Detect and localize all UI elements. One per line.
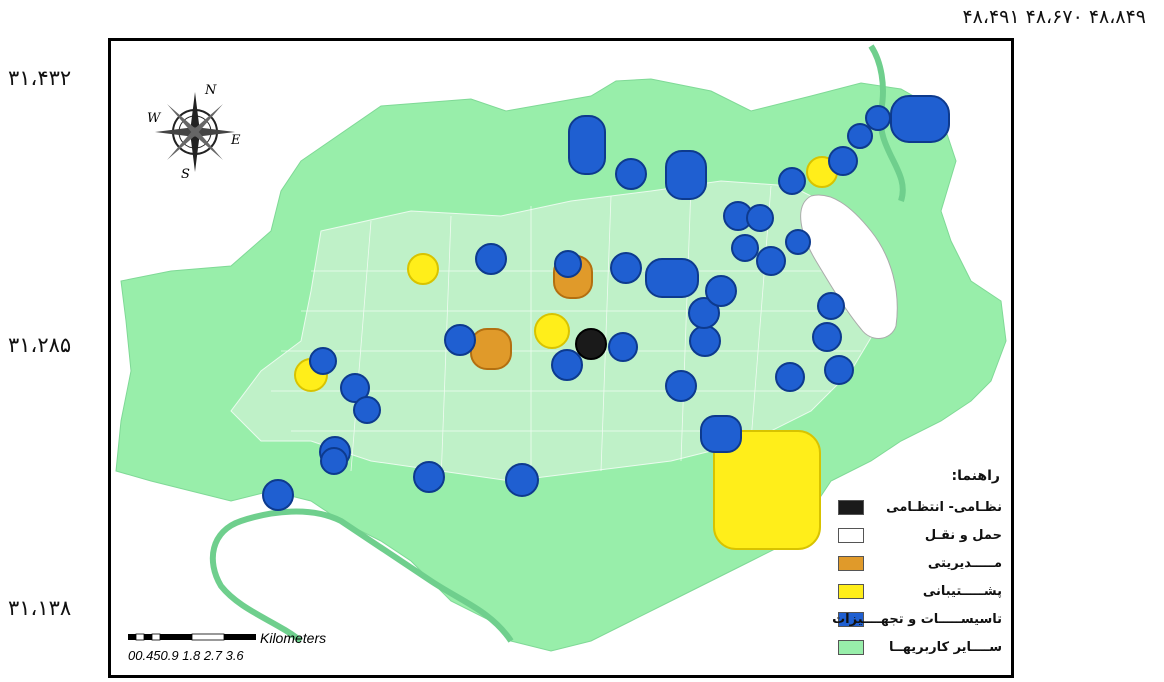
facility-zone-26 — [746, 204, 774, 232]
legend: راهنما: نظـامی- انتظـامی حمل و نقـل مـــ… — [832, 468, 1008, 666]
scale-bar: Kilometers 00.450.9 1.8 2.7 3.6 — [128, 630, 326, 663]
facility-zone-28 — [756, 246, 786, 276]
legend-item-transport: حمل و نقـل — [838, 526, 1008, 554]
facility-zone-18 — [262, 479, 294, 511]
support-zone-2 — [534, 313, 570, 349]
facility-zone-32 — [847, 123, 873, 149]
scale-bar-labels: 00.450.9 1.8 2.7 3.6 — [128, 648, 244, 663]
legend-swatch-facilities — [838, 612, 864, 627]
legend-title: راهنما: — [951, 468, 1000, 484]
facility-zone-5 — [645, 258, 699, 298]
legend-swatch-management — [838, 556, 864, 571]
facility-zone-35 — [812, 322, 842, 352]
management-zone-2 — [470, 328, 512, 370]
transport-area-airport — [800, 194, 898, 339]
compass-n: N — [204, 83, 217, 98]
scale-bar-graphic — [128, 633, 256, 641]
legend-item-facilities: تاسیســـــات و تجهــــیزات — [832, 610, 1008, 638]
latitude-label-bottom: ۳۱،۱۳۸ — [8, 596, 72, 620]
facility-zone-17 — [320, 447, 348, 475]
facility-zone-11 — [608, 332, 638, 362]
facility-zone-22 — [689, 325, 721, 357]
compass-rose: N S E W — [145, 82, 245, 186]
legend-label-facilities: تاسیســـــات و تجهــــیزات — [832, 612, 1002, 627]
facility-zone-6 — [615, 158, 647, 190]
legend-item-support: پشـــــتیبانی — [838, 582, 1008, 610]
military-zone — [575, 328, 607, 360]
facility-zone-15 — [353, 396, 381, 424]
facility-zone-4 — [665, 150, 707, 200]
top-longitude-labels: ۴۸،۴۹۱ ۴۸،۶۷۰ ۴۸،۸۴۹ — [962, 6, 1146, 28]
facility-zone-34 — [817, 292, 845, 320]
compass-w: W — [147, 111, 162, 126]
facility-zone-2 — [890, 95, 950, 143]
facility-zone-30 — [778, 167, 806, 195]
facility-zone-8 — [610, 252, 642, 284]
facility-zone-24 — [705, 275, 737, 307]
facility-zone-14 — [340, 373, 370, 403]
facility-zone-21 — [665, 370, 697, 402]
latitude-label-top: ۳۱،۴۳۲ — [8, 66, 72, 90]
legend-swatch-support — [838, 584, 864, 599]
legend-swatch-other — [838, 640, 864, 655]
facility-zone-33 — [865, 105, 891, 131]
support-zone-large — [713, 430, 821, 550]
map-frame[interactable] — [108, 38, 1014, 678]
support-zone-1 — [407, 253, 439, 285]
legend-swatch-transport — [838, 528, 864, 543]
latitude-label-middle: ۳۱،۲۸۵ — [8, 333, 72, 357]
facility-zone-23 — [688, 297, 720, 329]
map-canvas — [115, 44, 1007, 652]
facility-zone-19 — [413, 461, 445, 493]
legend-item-management: مـــــدیریتی — [838, 554, 1008, 582]
facility-zone-9 — [554, 250, 582, 278]
facility-zone-29 — [785, 229, 811, 255]
facility-zone-7 — [475, 243, 507, 275]
legend-label-other: ســــایر کاربریهــا — [888, 640, 1002, 655]
facility-zone-20 — [505, 463, 539, 497]
legend-swatch-military — [838, 500, 864, 515]
facility-zone-10 — [444, 324, 476, 356]
compass-e: E — [230, 133, 241, 148]
legend-item-other: ســــایر کاربریهــا — [838, 638, 1008, 666]
facility-zone-36 — [824, 355, 854, 385]
scale-bar-units: Kilometers — [260, 630, 327, 646]
facility-zone-13 — [309, 347, 337, 375]
facility-zone-12 — [551, 349, 583, 381]
legend-label-transport: حمل و نقـل — [924, 528, 1002, 543]
legend-item-military: نظـامی- انتظـامی — [838, 498, 1008, 526]
facility-zone-1 — [568, 115, 606, 175]
facility-zone-3 — [700, 415, 742, 453]
legend-label-support: پشـــــتیبانی — [922, 584, 1002, 599]
facility-zone-27 — [731, 234, 759, 262]
facility-zone-37 — [775, 362, 805, 392]
facilities-zones — [262, 95, 950, 511]
facility-zone-31 — [828, 146, 858, 176]
legend-label-military: نظـامی- انتظـامی — [886, 500, 1002, 515]
compass-s: S — [181, 167, 190, 182]
legend-label-management: مـــــدیریتی — [927, 556, 1002, 571]
